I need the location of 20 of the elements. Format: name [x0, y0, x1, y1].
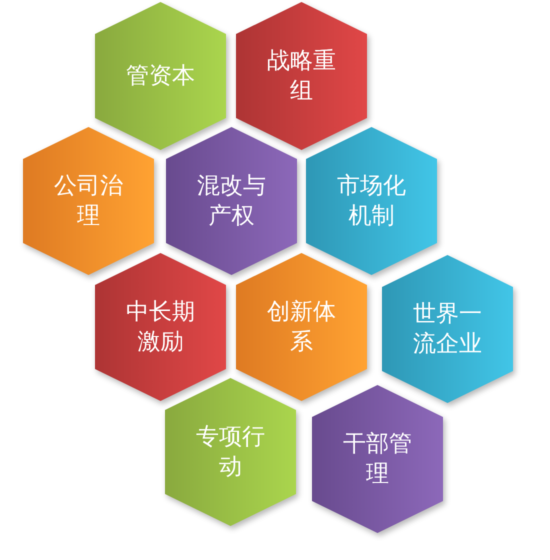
hexagon-tile	[306, 127, 437, 275]
topic-label: 专项行动	[194, 423, 266, 482]
hexagon-tile	[312, 385, 443, 533]
hexagon-tile	[95, 2, 226, 150]
topic-label: 战略重组	[266, 47, 337, 106]
hexagon-tile	[236, 2, 367, 150]
hexagon-tile	[382, 255, 513, 403]
topic-label: 公司治理	[52, 172, 124, 231]
hexagon-tile	[23, 127, 154, 275]
topic-label: 世界一流企业	[412, 300, 483, 359]
topic-label: 混改与产权	[196, 172, 267, 231]
hexagon-tile	[236, 253, 367, 401]
hexagon-tile	[165, 378, 296, 526]
topic-label: 干部管理	[342, 430, 413, 489]
topic-label: 创新体系	[266, 298, 337, 357]
topic-label: 管资本	[124, 62, 196, 91]
topic-label: 市场化机制	[336, 172, 407, 231]
topic-label: 中长期激励	[124, 298, 196, 357]
hexagon-tile	[95, 253, 226, 401]
hexagon-tile	[166, 127, 297, 275]
